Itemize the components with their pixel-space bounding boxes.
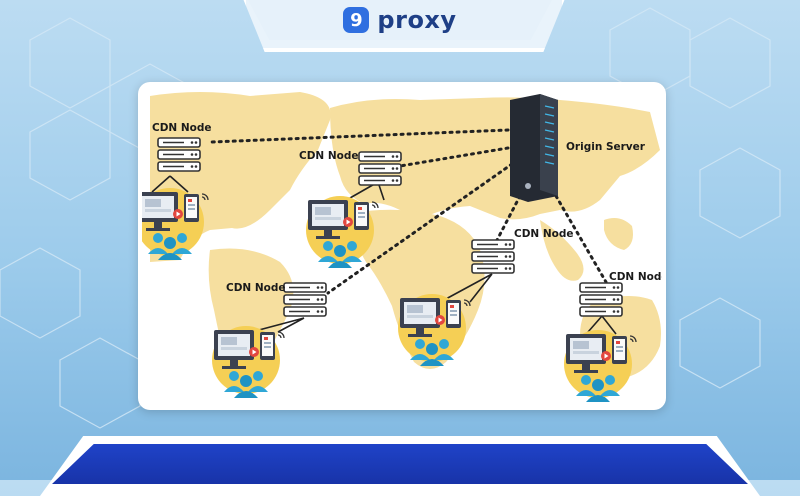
connector-lines bbox=[210, 128, 608, 295]
node-client-links bbox=[151, 175, 617, 335]
cdn-node-west-label: CDN Node bbox=[152, 122, 212, 134]
cdn-node-europe-server-icon bbox=[358, 151, 402, 186]
brand-logo-icon: 9 bbox=[343, 7, 370, 33]
cdn-node-south-america-label: CDN Node bbox=[226, 282, 286, 294]
cdn-node-europe-label: CDN Node bbox=[299, 150, 359, 162]
cdn-node-australia-label: CDN Node bbox=[609, 271, 669, 283]
origin-server-label: Origin Server bbox=[566, 141, 646, 153]
brand-name: proxy bbox=[377, 6, 457, 34]
origin-server-icon bbox=[510, 94, 558, 202]
footer-banner bbox=[52, 444, 748, 484]
connector-europe bbox=[398, 146, 510, 168]
cdn-node-africa-server-icon bbox=[471, 239, 515, 274]
cdn-node-australia-server-icon bbox=[579, 282, 623, 317]
cdn-node-south-america-server-icon bbox=[283, 282, 327, 317]
cdn-node-africa-label: CDN Node bbox=[514, 228, 574, 240]
connector-west bbox=[210, 128, 510, 144]
cdn-diagram: Origin Server CDN Node CDN Node CDN Node… bbox=[142, 92, 669, 403]
connector-africa bbox=[494, 194, 522, 244]
cdn-node-west-server-icon bbox=[157, 137, 201, 172]
hexagon-background bbox=[0, 7, 781, 429]
connector-south-america bbox=[326, 162, 514, 295]
connector-australia bbox=[554, 194, 608, 284]
brand-header: 9 proxy bbox=[248, 0, 552, 40]
